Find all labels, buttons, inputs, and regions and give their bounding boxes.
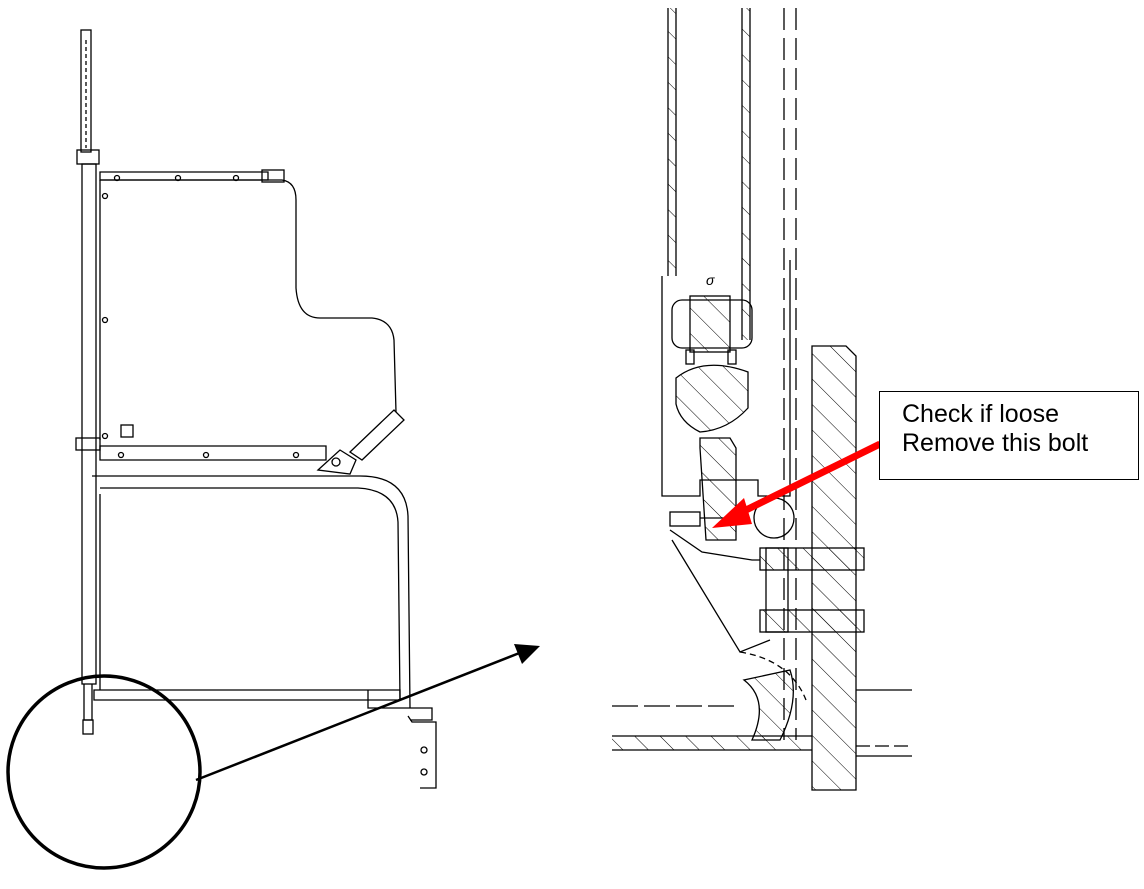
set-screw <box>727 349 737 365</box>
rivet <box>113 174 121 182</box>
rivet <box>202 451 210 459</box>
main-post <box>81 163 97 685</box>
rivet <box>232 174 240 182</box>
cam-head-core <box>689 295 731 353</box>
foot-plate <box>367 690 433 721</box>
funnel-side <box>671 539 771 653</box>
right-vertical-member <box>811 345 857 791</box>
clamp-bolt <box>765 547 789 633</box>
bolt-head <box>669 511 701 527</box>
hinge-pin <box>331 457 341 467</box>
deflector <box>742 669 794 741</box>
middle-post-collar <box>75 437 101 451</box>
bottom-rail <box>93 689 401 701</box>
top-post <box>80 29 92 153</box>
hinged-lid <box>348 409 405 461</box>
callout-line-1: Check if loose <box>902 400 1060 428</box>
lower-rail <box>99 445 327 461</box>
side-elevation <box>75 29 437 789</box>
rivet <box>117 451 125 459</box>
magnify-circle-icon <box>6 674 202 870</box>
set-screw <box>685 349 695 365</box>
rivet <box>292 451 300 459</box>
pointer-arrow-icon <box>195 644 540 782</box>
upper-latch <box>261 169 285 183</box>
lower-frame-outer <box>92 475 411 709</box>
red-bolt-arrow-icon <box>712 440 882 528</box>
small-square-mark <box>120 424 134 438</box>
tube-wall-hatch <box>668 8 676 276</box>
upper-panel-outline <box>100 179 397 413</box>
funnel-top <box>669 529 760 561</box>
rivet <box>101 432 109 440</box>
callout-line-2: Remove this bolt <box>902 429 1089 457</box>
post-tip <box>82 719 94 735</box>
detail-section-view: σ <box>612 8 912 791</box>
bracket-bolt <box>420 746 428 754</box>
post-foot <box>83 684 93 721</box>
bracket-bolt <box>420 768 428 776</box>
lower-frame-inner <box>100 487 401 701</box>
floor-hatch <box>612 736 812 750</box>
callout-box: Check if loose Remove this bolt <box>879 391 1139 480</box>
tube-wall-right-hatch <box>742 8 750 340</box>
upper-rail <box>99 171 269 181</box>
funnel-curve <box>739 651 807 701</box>
rivet <box>101 192 109 200</box>
hinge-bracket <box>316 449 357 475</box>
body-casting <box>675 364 749 433</box>
rivet <box>174 174 182 182</box>
rivet <box>101 316 109 324</box>
svg-text:σ: σ <box>706 272 715 288</box>
foot-bracket <box>407 715 437 789</box>
